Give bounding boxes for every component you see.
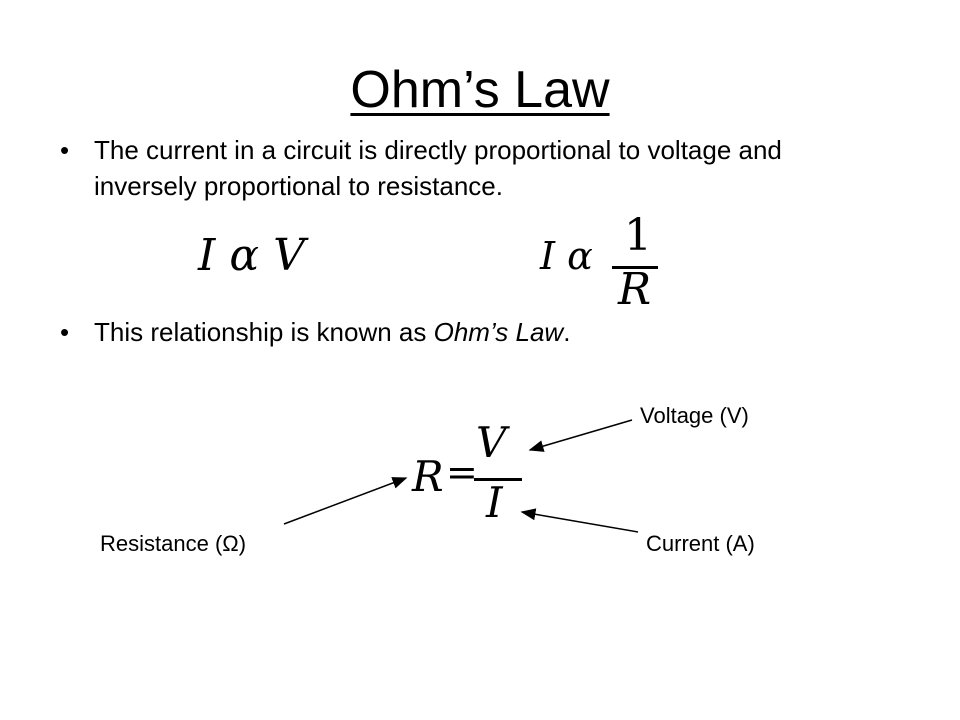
ohms-law-emphasis: Ohm’s Law bbox=[433, 317, 564, 347]
bullet-marker: • bbox=[60, 135, 70, 165]
voltage-arrow bbox=[528, 419, 633, 452]
bullet-ohms-law: • This relationship is known as Ohm’s La… bbox=[60, 314, 874, 350]
ohm-equation-equals: = bbox=[446, 450, 478, 494]
bullet-marker: • bbox=[60, 317, 70, 347]
current-label: Current (A) bbox=[646, 531, 755, 556]
current-arrow bbox=[520, 508, 639, 533]
equation-direct-proportion: I α V bbox=[198, 230, 305, 281]
resistance-label: Resistance (Ω) bbox=[100, 531, 247, 556]
bullet-text: This relationship is known as Ohm’s Law. bbox=[94, 317, 571, 347]
bullet-proportionality: • The current in a circuit is directly p… bbox=[60, 132, 874, 204]
equation-inverse-denominator: R bbox=[618, 264, 652, 315]
resistance-arrow bbox=[283, 477, 408, 525]
bullet-text: The current in a circuit is directly pro… bbox=[94, 135, 782, 201]
voltage-label: Voltage (V) bbox=[640, 403, 749, 428]
ohm-equation-denominator: I bbox=[486, 478, 503, 527]
equation-inverse-prefix: I α bbox=[540, 234, 593, 278]
fraction-bar bbox=[474, 478, 522, 481]
ohm-equation-lhs: R bbox=[412, 452, 444, 501]
ohm-equation-numerator: V bbox=[476, 418, 507, 467]
equation-inverse-numerator: 1 bbox=[624, 210, 652, 261]
slide-title: Ohm’s Law bbox=[350, 61, 610, 119]
fraction-bar bbox=[612, 266, 658, 269]
